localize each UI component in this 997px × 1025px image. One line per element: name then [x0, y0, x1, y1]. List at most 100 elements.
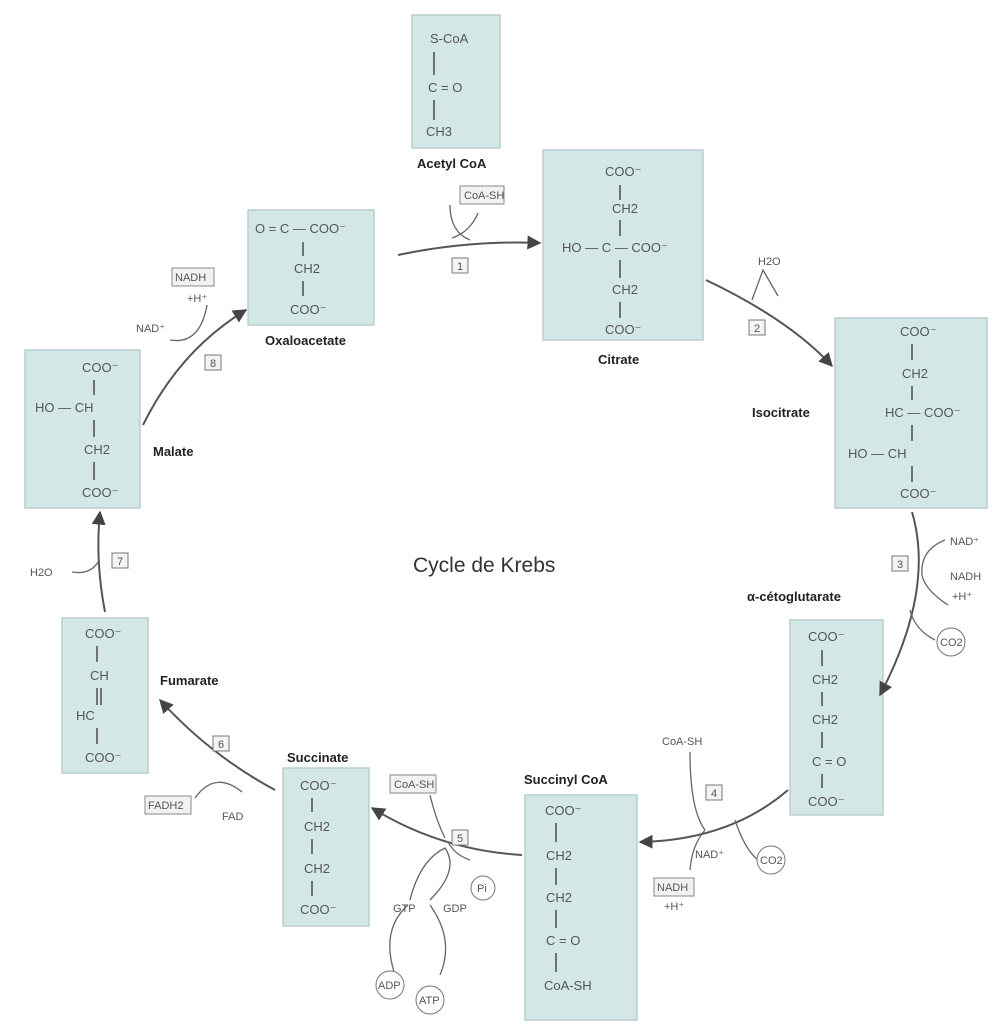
fumarate-label: Fumarate [160, 673, 219, 688]
malate-line-4: COO⁻ [82, 485, 118, 500]
isocitrate-line-5: COO⁻ [900, 486, 936, 501]
cofactor-gtp: GTP [393, 903, 416, 915]
isocitrate-line-2: CH2 [902, 366, 928, 381]
svg-text:8: 8 [210, 358, 216, 370]
malate-molecule: COO⁻ HO — CH CH2 COO⁻ Malate [24, 349, 193, 509]
cofactor-coash-step4: CoA-SH [662, 736, 702, 748]
citrate-line-5: COO⁻ [605, 322, 641, 337]
fumarate-line-2: CH [90, 668, 109, 683]
svg-text:3: 3 [897, 559, 903, 571]
malate-line-1: COO⁻ [82, 360, 118, 375]
cofactor-atp: ATP [419, 995, 440, 1007]
isocitrate-line-4: HO — CH [848, 446, 907, 461]
step-4-nad-in [689, 829, 706, 871]
arrow-step-5 [370, 807, 523, 856]
cofactor-fadh2: FADH2 [148, 800, 183, 812]
malate-line-3: CH2 [84, 442, 110, 457]
citrate-line-4: CH2 [612, 282, 638, 297]
step-8-nad-loop [169, 304, 208, 342]
cofactor-co2-step4: CO2 [760, 855, 783, 867]
cofactor-hplus-step8: +H⁺ [187, 293, 207, 305]
cofactor-nadh-step8-box [171, 267, 215, 287]
svg-text:7: 7 [117, 556, 123, 568]
cofactor-hplus-step4: +H⁺ [664, 901, 684, 913]
step-3-nadh-out [921, 574, 949, 606]
step-badge-8: 8 [204, 354, 222, 371]
cofactor-fadh2-box [144, 795, 192, 815]
acetyl-coa-line-2: C = O [428, 80, 462, 95]
step-badge-5: 5 [451, 829, 469, 846]
acetyl-coa-molecule: S-CoA C = O CH3 Acetyl CoA [411, 14, 501, 171]
step-badge-2: 2 [748, 319, 766, 336]
step-badge-4: 4 [705, 784, 723, 801]
oxaloacetate-label: Oxaloacetate [265, 333, 346, 348]
svg-text:4: 4 [711, 788, 717, 800]
oxaloacetate-line-3: COO⁻ [290, 302, 326, 317]
arrow-step-4 [638, 789, 789, 849]
alpha-ketoglutarate-line-5: COO⁻ [808, 794, 844, 809]
acetyl-coa-box [411, 14, 501, 149]
succinyl-coa-line-4: C = O [546, 933, 580, 948]
succinate-line-4: COO⁻ [300, 902, 336, 917]
fumarate-box [61, 617, 149, 774]
step-badge-6: 6 [212, 735, 230, 752]
step-2-h2o-loop [751, 268, 779, 301]
succinate-line-1: COO⁻ [300, 778, 336, 793]
arrow-step-7 [91, 510, 106, 613]
alpha-ketoglutarate-line-3: CH2 [812, 712, 838, 727]
cofactor-atp-circle [415, 985, 445, 1015]
cofactor-co2-step3-circle [936, 627, 966, 657]
cofactor-nadh-step3: NADH [950, 571, 981, 583]
cofactor-h2o-step7: H2O [30, 567, 53, 579]
alpha-ketoglutarate-line-2: CH2 [812, 672, 838, 687]
step-5-coash-out [429, 794, 446, 839]
succinyl-coa-line-2: CH2 [546, 848, 572, 863]
citrate-line-3: HO — C — COO⁻ [562, 240, 668, 255]
step-3-nad-in [921, 539, 946, 576]
step-4-coash-in [689, 751, 706, 831]
step-4-co2-out [734, 819, 759, 861]
step-5-pi-in [447, 841, 471, 861]
isocitrate-molecule: COO⁻ CH2 HC — COO⁻ HO — CH COO⁻ Isocitra… [752, 317, 988, 509]
svg-text:5: 5 [457, 833, 463, 845]
malate-line-2: HO — CH [35, 400, 94, 415]
citrate-label: Citrate [598, 352, 639, 367]
cofactor-nad-step4: NAD⁺ [695, 849, 724, 861]
alpha-ketoglutarate-line-4: C = O [812, 754, 846, 769]
fumarate-line-1: COO⁻ [85, 626, 121, 641]
cofactor-adp: ADP [378, 980, 401, 992]
fumarate-line-4: COO⁻ [85, 750, 121, 765]
succinyl-coa-line-5: CoA-SH [544, 978, 592, 993]
cofactor-co2-step4-circle [756, 845, 786, 875]
alpha-ketoglutarate-label: α-cétoglutarate [747, 589, 841, 604]
succinate-line-2: CH2 [304, 819, 330, 834]
alpha-ketoglutarate-molecule: COO⁻ CH2 CH2 C = O COO⁻ α-cétoglutarate [747, 589, 884, 816]
succinyl-coa-label: Succinyl CoA [524, 772, 608, 787]
isocitrate-line-1: COO⁻ [900, 324, 936, 339]
alpha-ketoglutarate-line-1: COO⁻ [808, 629, 844, 644]
fumarate-line-3: HC [76, 708, 95, 723]
oxaloacetate-molecule: O = C — COO⁻ CH2 COO⁻ Oxaloacetate [247, 209, 375, 348]
cofactor-co2-step3: CO2 [940, 637, 963, 649]
step-1-coash-release [451, 212, 479, 239]
step-1-acetyl-input [449, 204, 471, 241]
cofactor-pi-step5: Pi [477, 883, 487, 895]
malate-label: Malate [153, 444, 193, 459]
cofactor-coash-step1: CoA-SH [464, 190, 504, 202]
oxaloacetate-box [247, 209, 375, 326]
succinyl-coa-line-1: COO⁻ [545, 803, 581, 818]
citrate-line-1: COO⁻ [605, 164, 641, 179]
cofactor-coash-step5: CoA-SH [394, 779, 434, 791]
cofactor-hplus-step3: +H⁺ [952, 591, 972, 603]
citrate-line-2: CH2 [612, 201, 638, 216]
step-6-fad-loop [194, 781, 243, 799]
svg-text:6: 6 [218, 739, 224, 751]
isocitrate-line-3: HC — COO⁻ [885, 405, 960, 420]
succinate-molecule: COO⁻ CH2 CH2 COO⁻ Succinate [282, 750, 370, 927]
step-badge-1: 1 [451, 257, 469, 274]
step-5-gtp-adp-loop [389, 904, 447, 976]
step-7-h2o-in [71, 561, 99, 574]
malate-box [24, 349, 141, 509]
citrate-molecule: COO⁻ CH2 HO — C — COO⁻ CH2 COO⁻ Citrate [542, 149, 704, 367]
